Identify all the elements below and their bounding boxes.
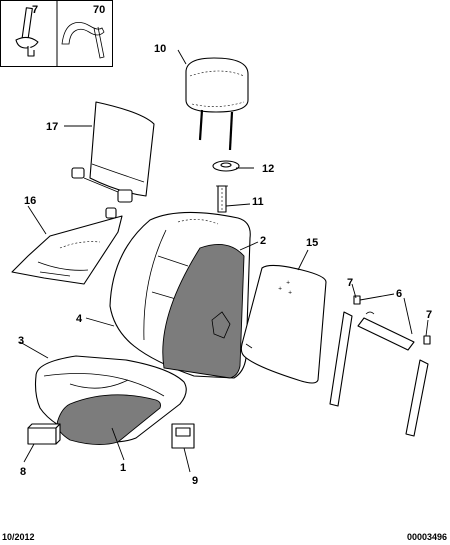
back-board-part-15: + + + <box>240 264 327 384</box>
leader-lines <box>19 49 429 473</box>
clip-part-illustration <box>15 7 39 57</box>
callout-17: 17 <box>46 121 58 133</box>
callout-labels: 10 17 12 11 16 2 15 4 3 7 6 7 1 8 9 <box>18 43 432 487</box>
footer-reference: 00003496 <box>407 532 447 542</box>
seat-pad-part-1 <box>56 394 161 445</box>
wire-part-illustration <box>61 22 105 59</box>
callout-7-right: 7 <box>426 309 432 321</box>
callout-9: 9 <box>192 475 198 487</box>
headrest-guide-part-12 <box>212 160 240 172</box>
footer-date: 10/2012 <box>2 532 35 542</box>
callout-2: 2 <box>260 235 266 247</box>
rail-parts-part-6 <box>329 311 429 437</box>
svg-text:+: + <box>286 280 290 286</box>
inset-box: 7 70 <box>0 0 113 67</box>
clip-part-7-right <box>423 335 431 345</box>
callout-12: 12 <box>262 163 274 175</box>
switch-part-9 <box>171 423 195 449</box>
callout-8: 8 <box>20 466 26 478</box>
callout-4: 4 <box>76 313 83 325</box>
backrest-panel-part-17 <box>71 101 155 203</box>
callout-11: 11 <box>252 196 264 208</box>
svg-text:+: + <box>288 290 292 296</box>
callout-10: 10 <box>154 43 166 55</box>
callout-6: 6 <box>396 288 402 300</box>
svg-text:+: + <box>278 286 282 292</box>
headrest-part-10 <box>185 57 249 151</box>
callout-16: 16 <box>24 195 36 207</box>
callout-3: 3 <box>18 335 24 347</box>
backrest-pad-part-2 <box>162 243 245 379</box>
headrest-guide-part-11 <box>216 185 228 213</box>
callout-1: 1 <box>120 462 126 474</box>
inset-label-70: 70 <box>93 4 105 16</box>
inset-label-7: 7 <box>32 4 38 16</box>
callout-7-left: 7 <box>347 277 353 289</box>
heating-pad-part-16 <box>11 207 123 285</box>
clip-part-7-left <box>353 295 361 305</box>
connector-part-8 <box>27 423 61 445</box>
callout-15: 15 <box>306 237 318 249</box>
